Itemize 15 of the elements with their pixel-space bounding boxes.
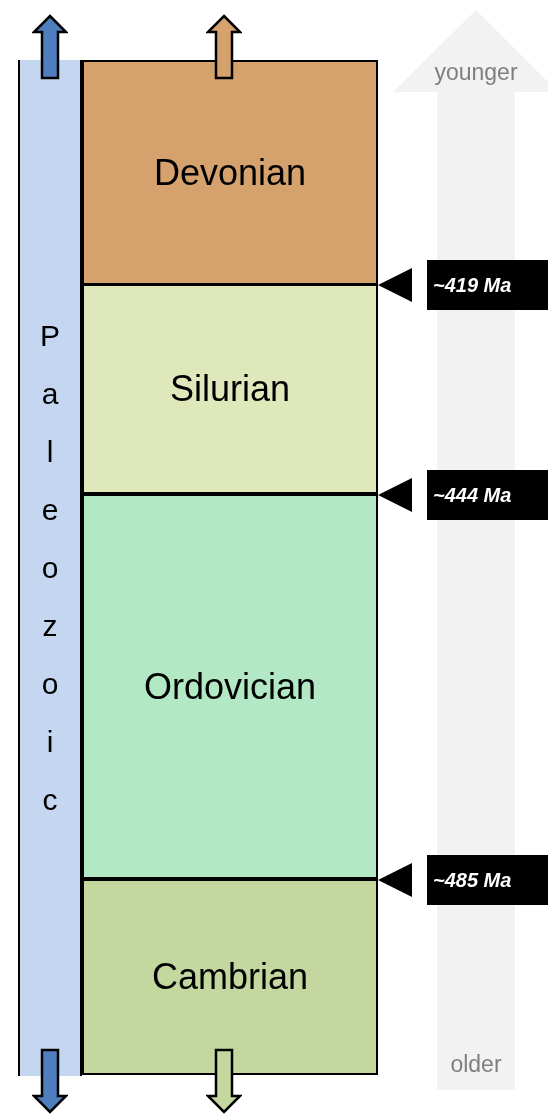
period-label: Silurian [169,367,291,411]
period-box [82,879,378,1075]
period-box [82,284,378,494]
period-label: Cambrian [151,955,309,999]
era-label: Paleozoic [40,318,60,818]
period-box [82,494,378,879]
date-tag: ~444 Ma [427,470,548,520]
direction-label: older [449,1053,503,1076]
period-box [82,60,378,285]
era-column [18,60,82,1076]
period-label: Ordovician [143,664,317,709]
direction-label: younger [433,61,519,84]
date-tag: ~485 Ma [427,855,548,905]
date-tag: ~419 Ma [427,260,548,310]
period-label: Devonian [153,150,307,195]
